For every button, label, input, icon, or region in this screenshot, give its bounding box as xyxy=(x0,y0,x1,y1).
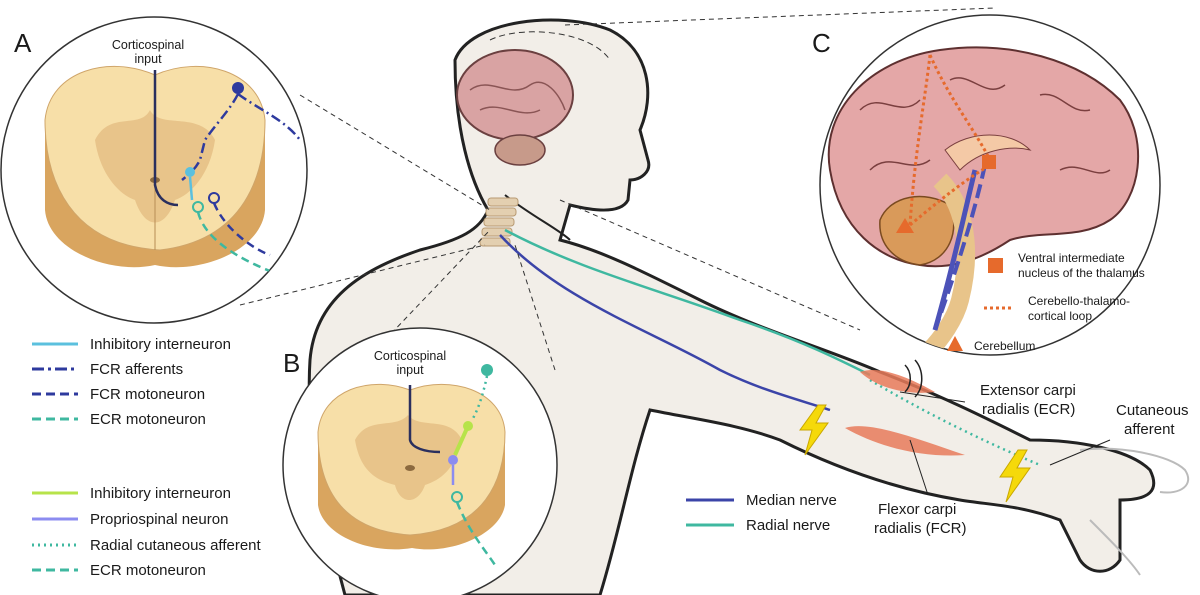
legend-a-item: ECR motoneuron xyxy=(90,411,206,428)
loop-label-2: cortical loop xyxy=(1028,309,1092,323)
corticospinal-label-b-2: input xyxy=(396,363,424,377)
fcr-label-2: radialis (FCR) xyxy=(874,520,967,537)
connector-lines xyxy=(239,7,996,371)
corticospinal-label-b: Corticospinal xyxy=(374,349,446,363)
muscles xyxy=(845,359,965,456)
legend-a-item: FCR afferents xyxy=(90,361,183,378)
panel-a-label: A xyxy=(14,28,32,58)
panel-b: B Corticospinal input xyxy=(282,327,558,595)
head-brain xyxy=(456,31,611,166)
legend-b-item: ECR motoneuron xyxy=(90,562,206,579)
legend-a-item: FCR motoneuron xyxy=(90,386,205,403)
legend-b-item: Inhibitory interneuron xyxy=(90,485,231,502)
legend-b-item: Radial cutaneous afferent xyxy=(90,537,262,554)
legend-b-item: Propriospinal neuron xyxy=(90,511,228,528)
legend-a-item: Inhibitory interneuron xyxy=(90,336,231,353)
muscle-labels: Extensor carpi radialis (ECR) Flexor car… xyxy=(874,382,1189,537)
fcr-label: Flexor carpi xyxy=(878,501,956,518)
cutaneous-label: Cutaneous xyxy=(1116,402,1189,419)
corticospinal-label-a: Corticospinal xyxy=(112,38,184,52)
nerves xyxy=(499,228,1041,467)
corticospinal-label-a-2: input xyxy=(134,52,162,66)
legend-a: Inhibitory interneuron FCR afferents FCR… xyxy=(32,336,231,428)
panel-b-label: B xyxy=(283,348,300,378)
thalamus-marker-icon xyxy=(988,258,1003,273)
panel-c: C Ventral intermediate nucleus of the th… xyxy=(812,14,1161,356)
cutaneous-label-2: afferent xyxy=(1124,421,1175,438)
ecr-label-2: radialis (ECR) xyxy=(982,401,1075,418)
vim-label-2: nucleus of the thalamus xyxy=(1018,266,1145,280)
lightning-icon xyxy=(799,404,829,456)
legend-b: Inhibitory interneuron Propriospinal neu… xyxy=(32,485,262,579)
lightning-icon xyxy=(999,449,1031,503)
vim-label: Ventral intermediate xyxy=(1018,251,1125,265)
loop-label: Cerebello-thalamo- xyxy=(1028,294,1130,308)
nerve-legend-item: Radial nerve xyxy=(746,517,830,534)
ecr-label: Extensor carpi xyxy=(980,382,1076,399)
nerve-legend-item: Median nerve xyxy=(746,492,837,509)
panel-a: A Corticospinal input xyxy=(0,16,308,324)
cerebellum-label: Cerebellum xyxy=(974,339,1035,353)
legend-nerves: Median nerve Radial nerve xyxy=(686,492,837,534)
panel-c-label: C xyxy=(812,28,831,58)
cerebellum-marker-icon xyxy=(947,336,963,351)
stimulation-icons xyxy=(799,404,1031,503)
